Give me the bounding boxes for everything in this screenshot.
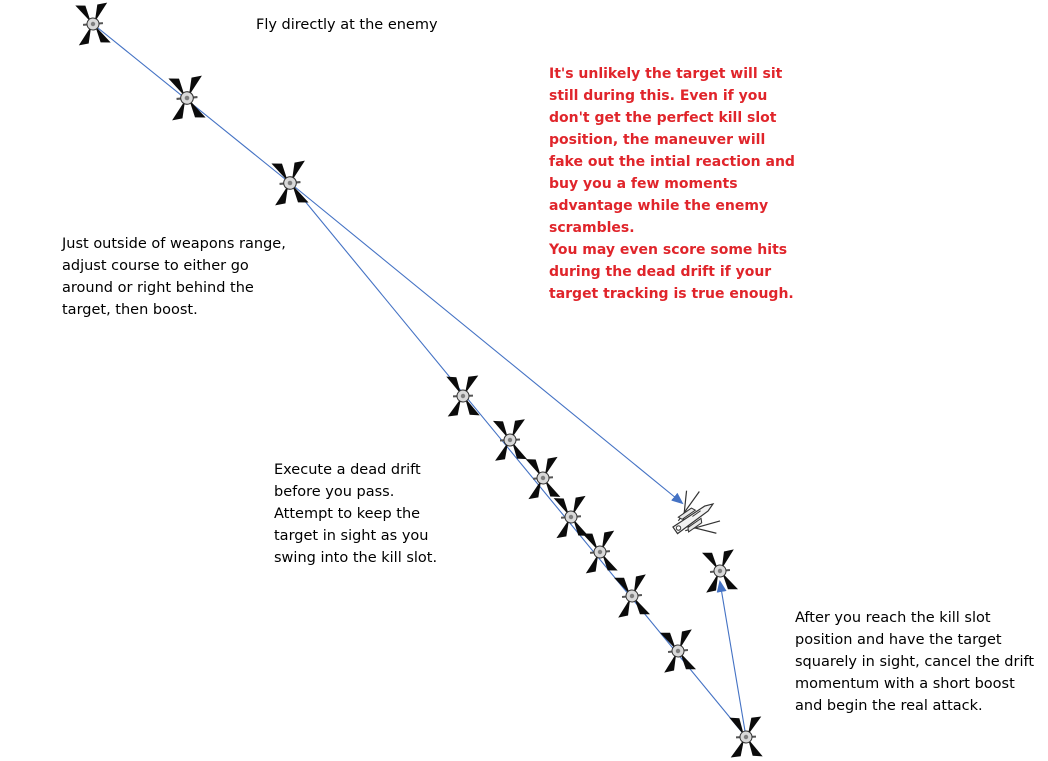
note-line: Just outside of weapons range,: [62, 236, 286, 252]
tie-fighter-icon: [492, 418, 528, 462]
tie-fighter-icon: [525, 456, 561, 500]
note-line: momentum with a short boost: [795, 676, 1015, 692]
tie-fighter-icon: [613, 573, 651, 619]
note-line: before you pass.: [274, 484, 395, 500]
note-line: during the dead drift if your: [549, 264, 772, 280]
note-line: and begin the real attack.: [795, 698, 983, 714]
kill-slot-arrow: [716, 580, 747, 738]
note-line: After you reach the kill slot: [795, 610, 991, 626]
note-line: target in sight as you: [274, 528, 429, 544]
tie-fighter-icon: [728, 715, 764, 759]
note-line: squarely in sight, cancel the drift: [795, 654, 1035, 670]
tie-fighter-icon: [701, 548, 739, 594]
tie-fighter-icon: [581, 530, 619, 574]
tie-fighter-icon: [74, 2, 112, 46]
warning-note: It's unlikely the target will sit still …: [549, 63, 795, 305]
note-line: adjust course to either go: [62, 258, 249, 274]
note-line: target tracking is true enough.: [549, 286, 794, 302]
note-line: It's unlikely the target will sit: [549, 66, 783, 82]
tie-fighter-icon: [659, 628, 697, 674]
note-line: don't get the perfect kill slot: [549, 110, 777, 126]
kill-slot-note: After you reach the kill slot position a…: [795, 607, 1034, 717]
note-line: position, the maneuver will: [549, 132, 766, 148]
fighters: [74, 2, 764, 759]
outside-range-note: Just outside of weapons range, adjust co…: [62, 233, 286, 321]
note-line: still during this. Even if you: [549, 88, 768, 104]
tie-fighter-icon: [445, 374, 481, 418]
note-line: advantage while the enemy: [549, 198, 769, 214]
phantom-path-arrow: [289, 182, 684, 505]
note-line: scrambles.: [549, 220, 635, 236]
note-line: You may even score some hits: [549, 242, 788, 258]
tie-fighter-icon: [167, 75, 207, 121]
note-line: fake out the intial reaction and: [549, 154, 795, 170]
x-wing-icon: [672, 490, 721, 535]
fly-direct-note: Fly directly at the enemy: [256, 14, 438, 36]
note-line: Attempt to keep the: [274, 506, 421, 522]
note-line: Fly directly at the enemy: [256, 17, 438, 33]
tie-fighter-icon: [270, 160, 310, 206]
note-line: target, then boost.: [62, 302, 198, 318]
note-line: Execute a dead drift: [274, 462, 421, 478]
note-line: buy you a few moments: [549, 176, 738, 192]
boost-path-line: [289, 182, 747, 738]
dead-drift-note: Execute a dead drift before you pass. At…: [274, 459, 437, 569]
note-line: swing into the kill slot.: [274, 550, 438, 566]
note-line: position and have the target: [795, 632, 1002, 648]
tie-fighter-icon: [553, 495, 589, 539]
note-line: around or right behind the: [62, 280, 254, 296]
